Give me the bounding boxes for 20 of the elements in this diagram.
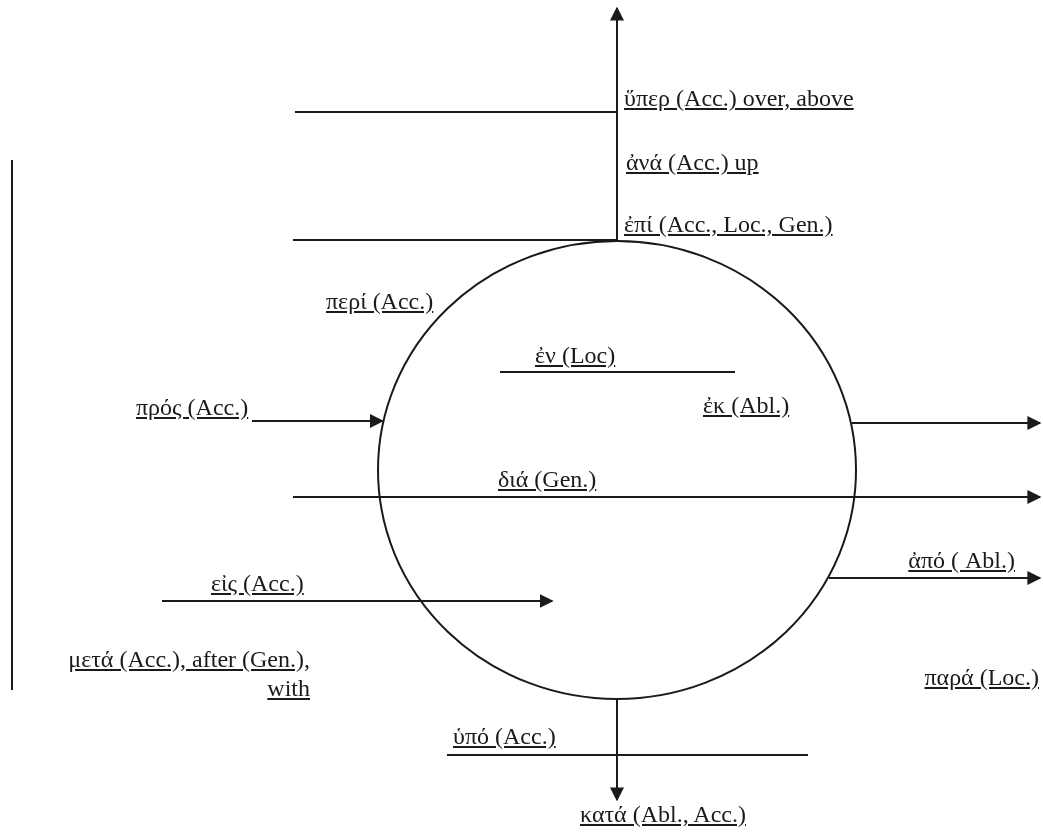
preposition-label: ἐκ (Abl.): [703, 391, 790, 420]
arrow: [850, 416, 1042, 430]
preposition-label: περί (Acc.): [326, 287, 434, 316]
preposition-label: πρός (Acc.): [136, 393, 252, 422]
preposition-label: ἀπό ( Abl.): [908, 546, 1015, 575]
preposition-label: εἰς (Acc.): [211, 569, 304, 598]
preposition-label: ἀνά (Acc.) up: [626, 148, 759, 177]
preposition-label: μετά (Acc.), after (Gen.), with: [67, 645, 310, 703]
preposition-label: παρά (Loc.): [924, 663, 1039, 692]
preposition-label: διά (Gen.): [498, 465, 597, 494]
arrow: [251, 414, 384, 428]
preposition-label: ἐπί (Acc., Loc., Gen.): [624, 210, 833, 239]
preposition-label: ἐν (Loc): [535, 341, 616, 370]
preposition-label: κατά (Abl., Acc.): [580, 800, 752, 829]
arrow: [827, 571, 1042, 585]
arrow: [610, 6, 624, 241]
arrow: [610, 699, 624, 802]
preposition-label: ὕπερ (Acc.) over, above: [624, 84, 854, 113]
arrow: [161, 594, 554, 608]
preposition-label: ὑπό (Acc.): [453, 722, 556, 751]
